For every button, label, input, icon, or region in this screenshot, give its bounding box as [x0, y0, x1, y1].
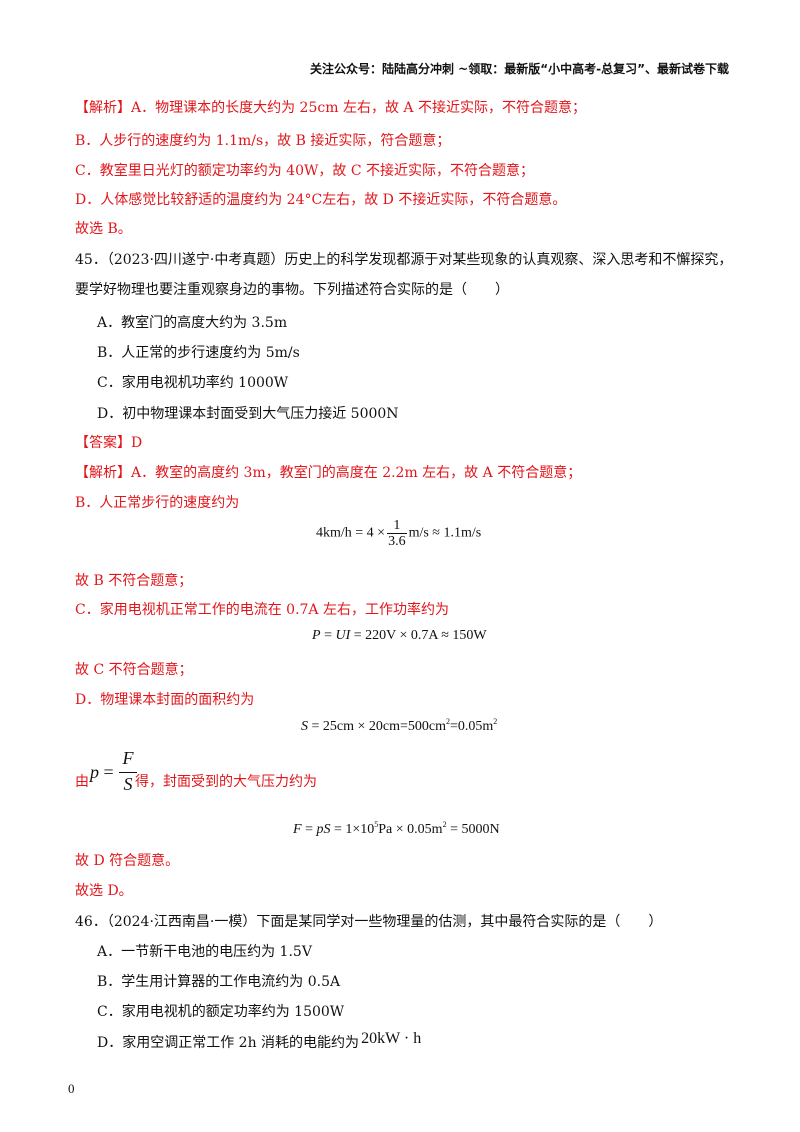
eq1-denominator: 3.6	[388, 534, 406, 549]
eq4-ps: pS	[316, 822, 331, 837]
eq4-equals: =	[305, 822, 313, 837]
q45-option-c: C．家用电视机功率约 1000W	[97, 375, 289, 391]
eq3-exp1: 2	[446, 717, 450, 726]
formula-equals: =	[103, 762, 114, 782]
q45-d-end: 故 D 符合题意。	[75, 853, 180, 869]
q46-option-a: A．一节新干电池的电压约为 1.5V	[97, 944, 312, 960]
equation-force: F = pS = 1×105Pa × 0.05m2 = 5000N	[293, 820, 500, 838]
eq3-exp2: 2	[493, 717, 498, 726]
q45-stem-line1: 45．（2023·四川遂宁·中考真题）历史上的科学发现都源于对某些现象的认真观察…	[75, 252, 733, 268]
equation-area: S = 25cm × 20cm=500cm2=0.05m2	[301, 717, 498, 735]
q45-option-a: A．教室门的高度大约为 3.5m	[97, 315, 288, 331]
formula-suffix: 得，封面受到的大气压力约为	[135, 774, 317, 790]
eq4-r1: = 1×10	[333, 822, 375, 837]
eq3-s: S	[301, 719, 308, 734]
eq2-ui: UI	[335, 628, 351, 643]
q46-option-d-value: 20kW · h	[361, 1030, 422, 1047]
prev-conclusion: 故选 B。	[75, 221, 132, 237]
eq1-rhs: m/s ≈ 1.1m/s	[408, 525, 482, 541]
prev-analysis-c: C．教室里日光灯的额定功率约为 40W，故 C 不接近实际，不符合题意；	[75, 163, 534, 179]
q45-conclusion: 故选 D。	[75, 883, 133, 899]
formula-fraction-bar	[119, 772, 137, 773]
q45-c-end: 故 C 不符合题意；	[75, 662, 193, 678]
q45-stem-line2: 要学好物理也要注重观察身边的事物。下列描述符合实际的是（ ）	[75, 282, 509, 298]
page-number: 0	[68, 1081, 75, 1096]
q46-option-d-text: D．家用空调正常工作 2h 消耗的电能约为	[97, 1035, 360, 1051]
eq1-numerator: 1	[387, 518, 407, 534]
prev-analysis-b: B．人步行的速度约为 1.1m/s，故 B 接近实际，符合题意；	[75, 133, 451, 149]
formula-denominator: S	[123, 774, 133, 794]
q46-stem: 46．（2024·江西南昌·一模）下面是某同学对一些物理量的估测，其中最符合实际…	[75, 914, 663, 930]
eq4-f: F	[293, 822, 302, 837]
formula-prefix: 由	[75, 774, 89, 790]
eq4-r3: = 5000N	[450, 822, 500, 837]
q45-answer: 【答案】D	[75, 435, 143, 451]
q45-analysis-b: B．人正常步行的速度约为	[75, 495, 240, 511]
q46-option-b: B．学生用计算器的工作电流约为 0.5A	[97, 974, 341, 990]
prev-analysis-a: 【解析】A．物理课本的长度大约为 25cm 左右，故 A 不接近实际，不符合题意…	[75, 100, 586, 116]
equation-power: P = UI = 220V × 0.7A ≈ 150W	[312, 628, 487, 644]
q45-option-d: D．初中物理课本封面受到大气压力接近 5000N	[97, 406, 399, 422]
formula-p: p	[90, 762, 99, 782]
eq4-exp1: 5	[374, 820, 379, 829]
eq2-p: P	[312, 628, 321, 643]
page-header: 关注公众号：陆陆高分冲刺 ~领取：最新版“小中高考-总复习”、最新试卷下载	[310, 62, 729, 76]
q45-analysis-d: D．物理课本封面的面积约为	[75, 692, 255, 708]
eq2-equals: =	[324, 628, 332, 643]
q45-analysis-a: 【解析】A．教室的高度约 3m，教室门的高度在 2.2m 左右，故 A 不符合题…	[75, 465, 582, 481]
formula-numerator: F	[122, 748, 134, 768]
q46-option-c: C．家用电视机的额定功率约为 1500W	[97, 1004, 345, 1020]
q45-option-b: B．人正常的步行速度约为 5m/s	[97, 345, 300, 361]
eq4-exp2: 2	[442, 820, 447, 829]
q45-analysis-c: C．家用电视机正常工作的电流在 0.7A 左右，工作功率约为	[75, 602, 449, 618]
eq2-rest: = 220V × 0.7A ≈ 150W	[353, 628, 487, 643]
prev-analysis-d: D．人体感觉比较舒适的温度约为 24°C左右，故 D 不接近实际，不符合题意。	[75, 192, 567, 208]
eq1-lhs: 4km/h = 4 ×	[316, 525, 386, 541]
q45-b-end: 故 B 不符合题意；	[75, 573, 193, 589]
eq4-r2: Pa × 0.05m	[378, 822, 443, 837]
eq3-mid: =0.05m	[450, 719, 494, 734]
eq3-rest: = 25cm × 20cm=500cm	[311, 719, 447, 734]
